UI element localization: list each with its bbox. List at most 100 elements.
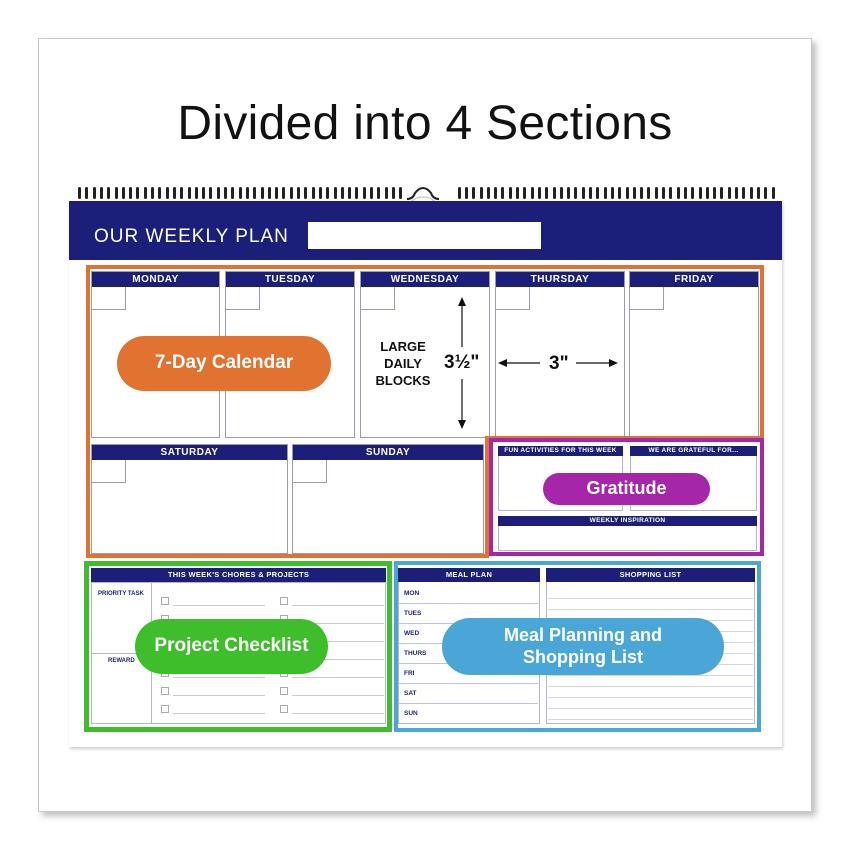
reward-label: REWARD [108,658,135,664]
day-block-thursday: THURSDAY [495,271,625,438]
checklist-line [173,713,265,714]
spiral-coil [486,187,490,199]
shopping-line [548,719,753,720]
spiral-coil [340,187,344,199]
checkbox-icon[interactable] [161,705,169,713]
checklist-line [292,623,384,624]
block-label-line3: BLOCKS [375,373,431,388]
shopping-line [548,708,753,709]
spiral-coil [735,187,738,199]
checkbox-icon[interactable] [161,687,169,695]
family-name-box [308,222,541,249]
spiral-coil [727,187,731,199]
spiral-coil [691,187,695,199]
checkbox-icon[interactable] [280,705,288,713]
spiral-coil [501,187,505,199]
checklist-line [292,641,384,642]
headline: Divided into 4 Sections [177,97,673,150]
spiral-coil [194,187,198,199]
day-header: THURSDAY [496,272,624,287]
meal-row-mon: MON [398,584,538,604]
spiral-coil [589,187,592,199]
meal-plan-header: MEAL PLAN [398,568,540,582]
meal-row-sat: SAT [398,684,538,704]
checkbox-icon[interactable] [161,597,169,605]
spiral-coil [370,187,373,199]
spiral-coil [552,187,556,199]
meal-row-fri: FRI [398,664,538,684]
spiral-coil [654,187,658,199]
checklist-line [292,713,384,714]
shopping-line [548,686,753,687]
day-header: TUESDAY [226,272,354,287]
meal-section-text-line2: Shopping List [523,646,643,667]
spiral-coil [78,187,81,199]
spiral-coil [640,187,644,199]
spiral-coil [384,187,388,199]
spiral-coil [516,187,519,199]
day-header: MONDAY [92,272,219,287]
vertical-arrow-icon [458,297,466,429]
spiral-coil [311,187,315,199]
spiral-coil [355,187,359,199]
date-box [293,460,327,483]
checklist-line [292,605,384,606]
spiral-coil [304,187,308,199]
date-box [630,287,664,310]
spiral-coil [610,187,614,199]
checkbox-icon[interactable] [280,687,288,695]
spiral-coil [85,187,89,199]
day-block-saturday: SATURDAY [91,444,288,554]
spiral-coil [698,187,702,199]
spiral-coil [180,187,184,199]
spiral-coil [260,187,264,199]
spiral-coil [508,187,512,199]
checklist-line [292,659,384,660]
checklist-line [173,695,265,696]
calendar-section-text: 7-Day Calendar [154,352,294,374]
spiral-coil [289,187,293,199]
calendar-section-label: 7-Day Calendar [117,336,331,391]
spiral-coil [676,187,680,199]
spiral-coil [457,187,461,199]
block-label-line1: LARGE [380,339,426,354]
meal-row-sun: SUN [404,710,418,717]
weekly-inspiration-header: WEEKLY INSPIRATION [498,516,757,526]
day-block-wednesday: WEDNESDAY [360,271,490,438]
spiral-coil [245,187,249,199]
spiral-coil [187,187,191,199]
fun-activities-header: FUN ACTIVITIES FOR THIS WEEK [498,446,623,456]
chores-header: THIS WEEK'S CHORES & PROJECTS [91,568,386,582]
spiral-coil [224,187,227,199]
gratitude-section-text: Gratitude [586,478,667,499]
spiral-coil [596,187,600,199]
spiral-binding [74,187,782,201]
spiral-coil [742,187,746,199]
day-header: WEDNESDAY [361,272,489,287]
spiral-coil [625,187,629,199]
block-label: LARGE DAILY BLOCKS [370,338,436,389]
spiral-coil [399,187,403,199]
checklist-line [292,677,384,678]
spiral-coil [756,187,760,199]
spiral-coil [683,187,687,199]
checklist-line [292,695,384,696]
date-box [226,287,260,310]
spiral-coil [231,187,235,199]
spiral-coil [209,187,213,199]
planner-title: OUR WEEKLY PLAN [94,226,289,247]
spiral-coil [567,187,571,199]
spiral-coil [362,187,366,199]
checklist-line [173,605,265,606]
spiral-coil [632,187,636,199]
checklist-section-text: Project Checklist [154,635,309,657]
date-box [92,287,126,310]
checklist-section-label: Project Checklist [135,619,328,674]
spiral-coil [749,187,753,199]
spiral-coil [136,187,140,199]
spiral-coil [216,187,220,199]
spiral-coil [494,187,498,199]
spiral-coil [523,187,527,199]
spiral-coil [151,187,154,199]
checkbox-icon[interactable] [280,597,288,605]
